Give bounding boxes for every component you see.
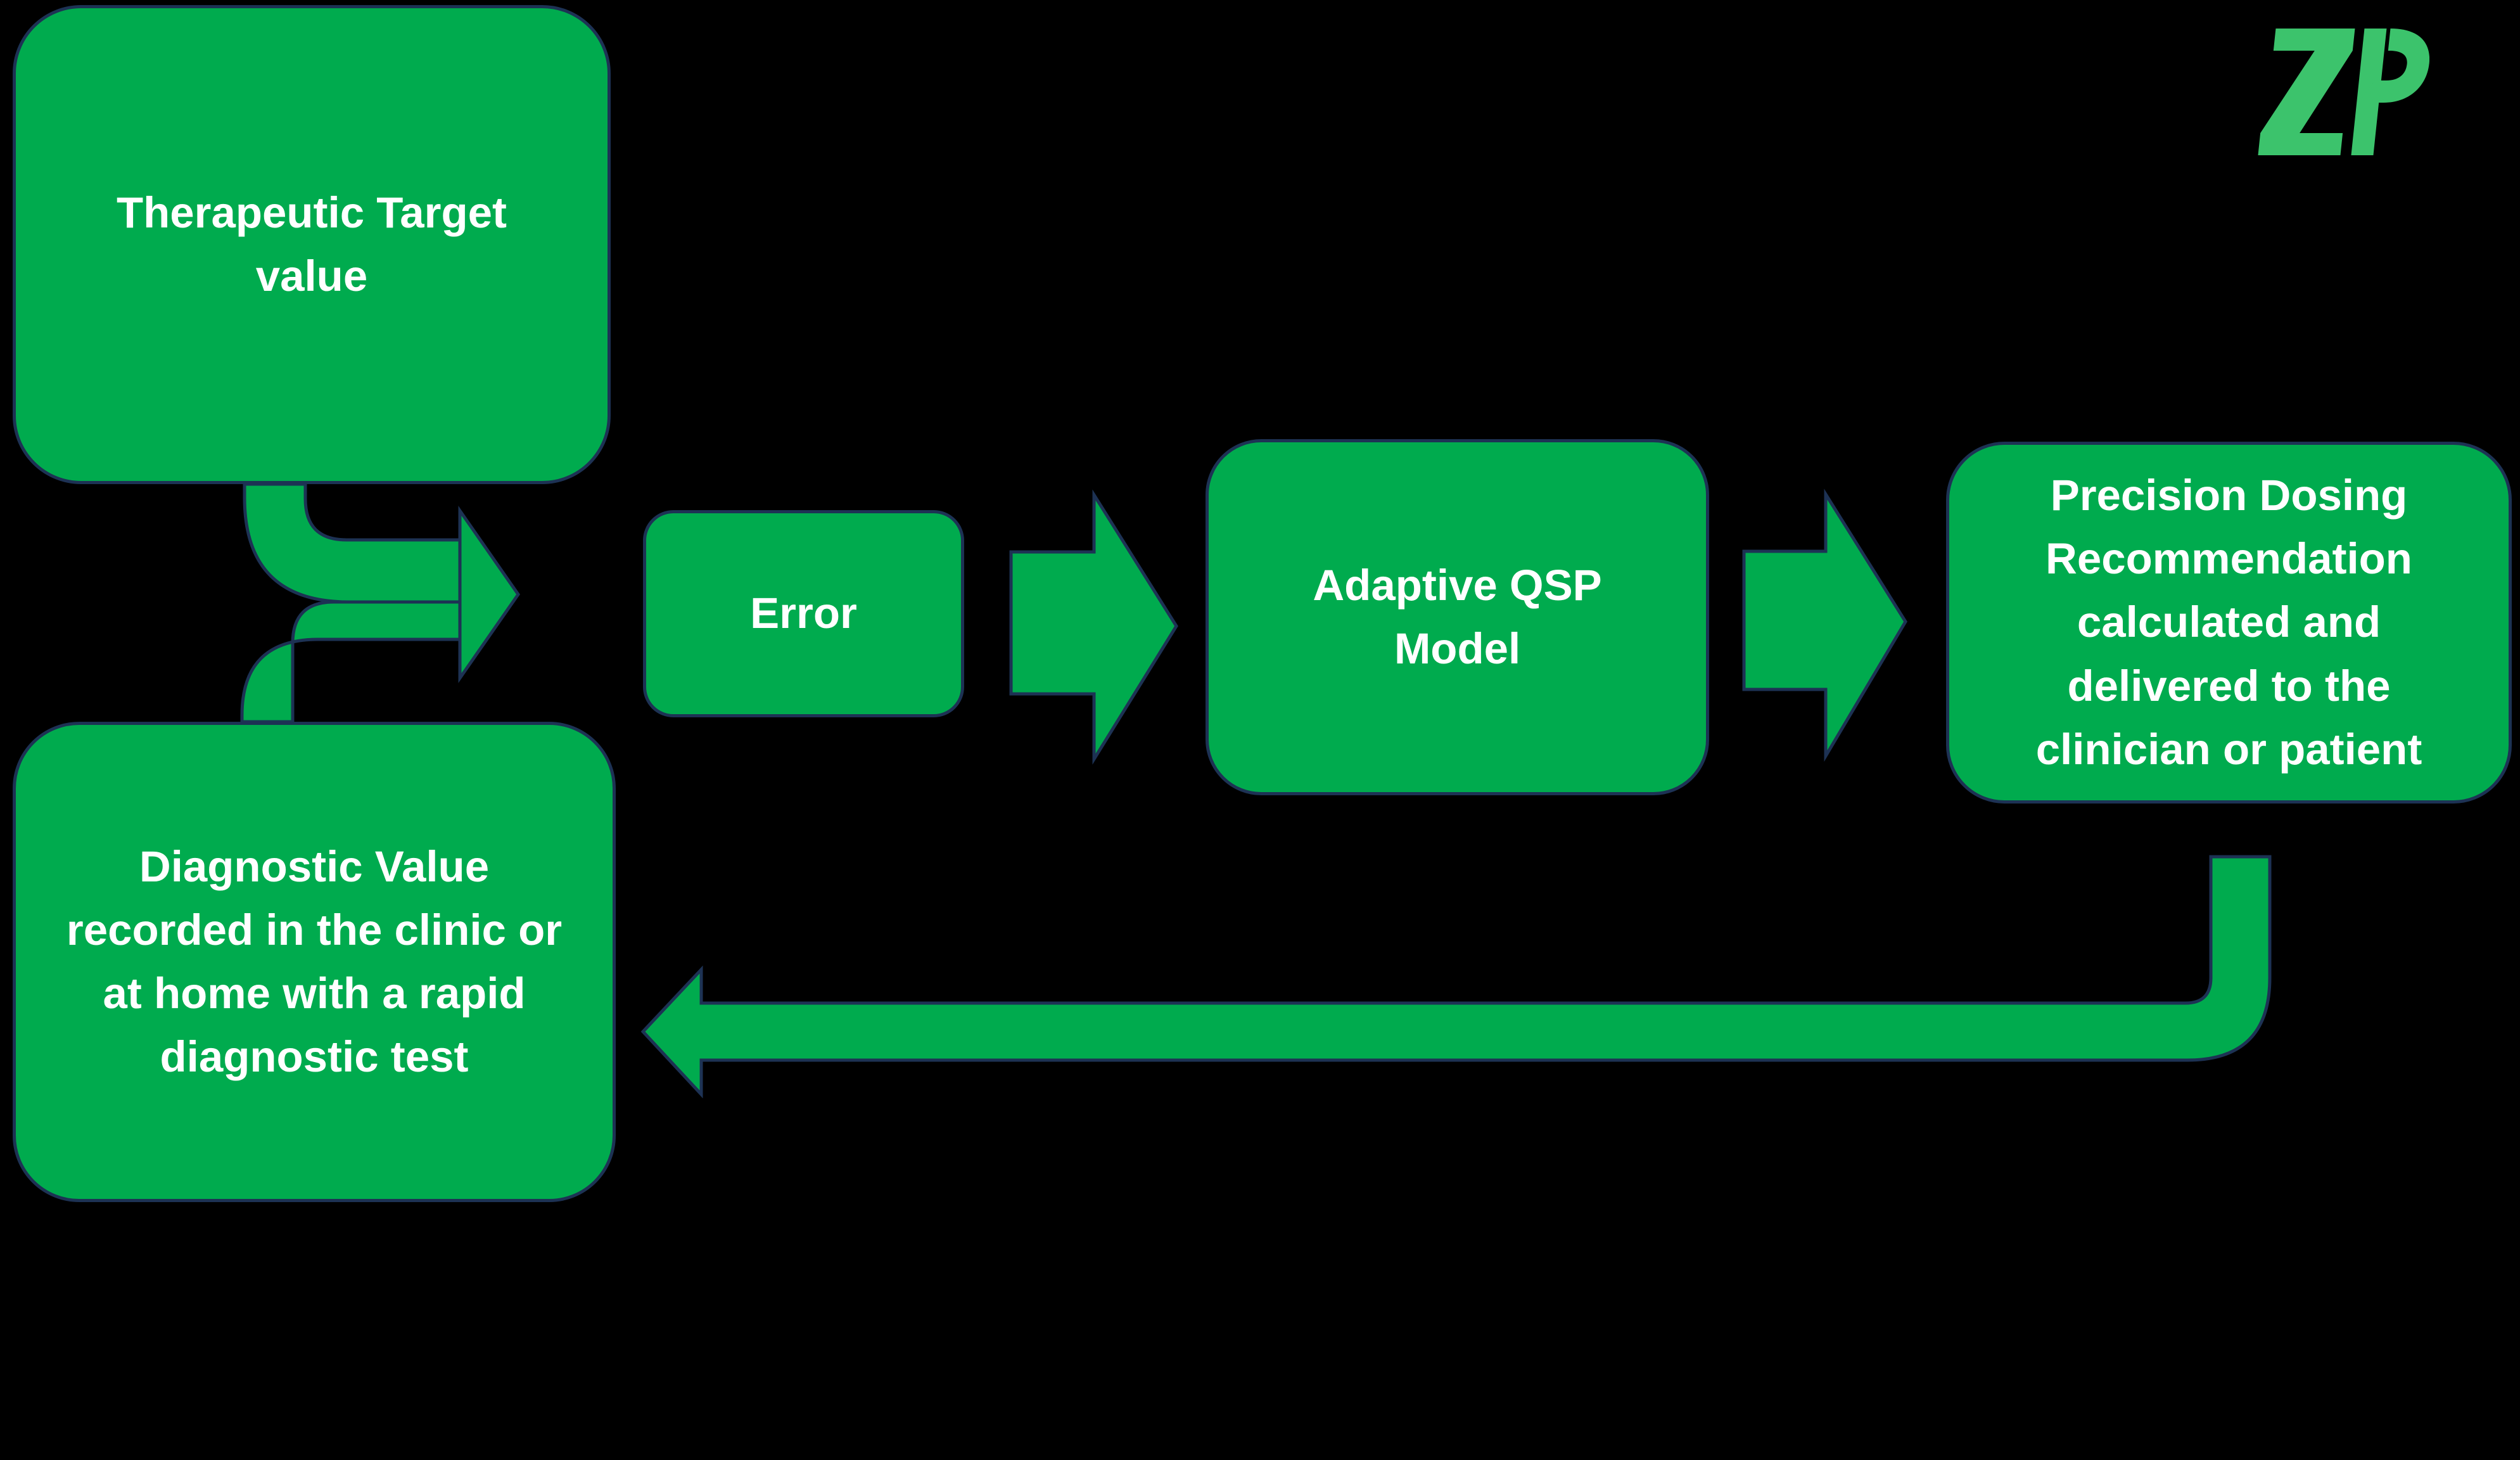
node-error: Error xyxy=(643,510,964,717)
node-adaptive-qsp-model-label: Adaptive QSP Model xyxy=(1313,560,1602,673)
node-therapeutic-target-label: Therapeutic Target value xyxy=(116,188,507,300)
node-precision-dosing: Precision Dosing Recommendation calculat… xyxy=(1946,442,2512,804)
node-diagnostic-value-label: Diagnostic Value recorded in the clinic … xyxy=(66,842,563,1082)
node-error-label: Error xyxy=(750,589,857,638)
merge-pipe-from-target xyxy=(243,482,462,604)
feedback-arrow-icon xyxy=(640,855,2272,1099)
node-therapeutic-target: Therapeutic Target value xyxy=(13,5,611,484)
arrow-error-to-model-icon xyxy=(1009,489,1178,765)
node-adaptive-qsp-model: Adaptive QSP Model xyxy=(1206,439,1709,795)
zp-logo-p-bowl-glyph xyxy=(2358,29,2429,103)
zp-logo-z-glyph xyxy=(2258,29,2355,155)
merge-arrowhead-icon xyxy=(458,506,521,683)
zp-logo-icon xyxy=(2258,29,2429,155)
node-precision-dosing-label: Precision Dosing Recommendation calculat… xyxy=(2035,471,2422,774)
merge-pipe-from-diagnostic xyxy=(240,600,462,724)
arrow-model-to-precision-icon xyxy=(1742,489,1907,762)
node-diagnostic-value: Diagnostic Value recorded in the clinic … xyxy=(13,722,616,1202)
